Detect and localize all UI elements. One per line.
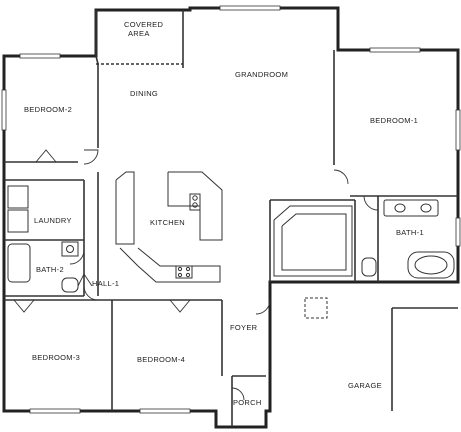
windows bbox=[1, 5, 461, 414]
hall-1-label: HALL-1 bbox=[92, 279, 119, 288]
garage-fixtures bbox=[304, 297, 458, 411]
covered-area-label-2: AREA bbox=[128, 29, 150, 38]
bath-2-label: BATH-2 bbox=[36, 265, 64, 274]
garage-label: GARAGE bbox=[348, 381, 382, 390]
bedroom-4-label: BEDROOM-4 bbox=[137, 355, 185, 364]
bedroom-2-label: BEDROOM-2 bbox=[24, 105, 72, 114]
bath-1-fixtures bbox=[361, 199, 455, 279]
door-swings bbox=[13, 149, 379, 401]
bath-1-label: BATH-1 bbox=[396, 228, 424, 237]
porch-label: PORCH bbox=[233, 398, 262, 407]
laundry-label: LAUNDRY bbox=[34, 216, 72, 225]
bedroom-1-label: BEDROOM-1 bbox=[370, 116, 418, 125]
interior-walls bbox=[4, 50, 458, 427]
exterior-walls bbox=[2, 6, 460, 429]
bedroom-3-label: BEDROOM-3 bbox=[32, 353, 80, 362]
covered-area-enclosure bbox=[95, 10, 184, 68]
bedroom-1-closet bbox=[273, 205, 353, 277]
covered-area-label-1: COVERED bbox=[124, 20, 163, 29]
foyer-label: FOYER bbox=[230, 323, 258, 332]
kitchen-cabinets bbox=[115, 171, 223, 283]
laundry-fixtures bbox=[7, 185, 29, 233]
kitchen-label: KITCHEN bbox=[150, 218, 185, 227]
dining-label: DINING bbox=[130, 89, 158, 98]
grandroom-label: GRANDROOM bbox=[235, 70, 288, 79]
